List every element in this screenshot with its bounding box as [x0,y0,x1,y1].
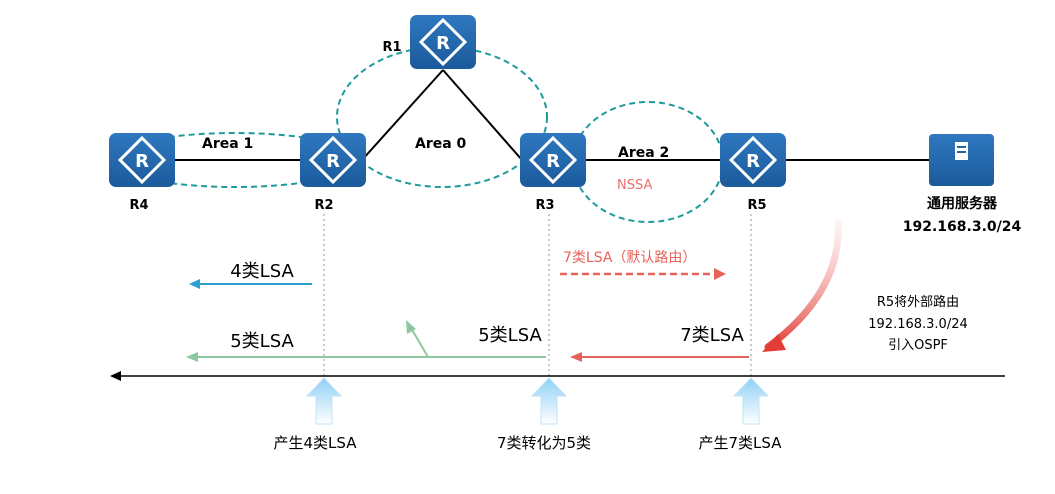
type7-lsa-label: 7类LSA [680,325,744,346]
area-0-label: Area 0 [415,136,467,152]
area-2-boundary [572,101,724,223]
type7-lsa-arrow [570,352,749,362]
type7-default-route-label: 7类LSA（默认路由） [563,250,696,266]
step-marker-r3 [530,377,568,425]
router-r2-glyph: R [326,151,340,172]
area-boundaries [109,46,724,223]
router-r4-glyph: R [135,151,149,172]
link-r1-r3 [442,69,523,161]
annotation-line3: 引入OSPF [888,338,948,353]
timeline-axis [110,371,1005,381]
area-2-label: Area 2 [618,145,669,161]
step-marker-r5 [732,377,770,425]
router-r1-label: R1 [382,40,401,55]
router-r3-glyph: R [546,151,560,172]
redistribution-arrow [762,218,842,352]
type7-default-route-arrow [560,268,726,280]
router-r1-glyph: R [436,33,450,54]
server-name: 通用服务器 [927,195,998,212]
type4-lsa-label: 4类LSA [230,261,294,282]
step2-label: 7类转化为5类 [497,434,591,452]
step3-label: 产生7类LSA [699,434,783,452]
type5-lsa-mid-label: 5类LSA [478,325,542,346]
annotation-line2: 192.168.3.0/24 [868,317,968,332]
link-r2-r1 [361,69,444,161]
router-guides [323,214,752,378]
step1-label: 产生4类LSA [274,434,358,452]
router-r4-label: R4 [129,198,148,213]
router-r5-label: R5 [747,198,766,213]
server-subnet: 192.168.3.0/24 [903,219,1022,235]
router-r5-glyph: R [746,151,760,172]
router-r2-label: R2 [314,198,333,213]
nssa-label: NSSA [617,178,652,193]
server-icon [929,134,994,186]
type4-lsa-arrow [189,279,312,289]
router-r3-label: R3 [535,198,554,213]
step-markers [305,377,770,425]
annotation-line1: R5将外部路由 [877,294,959,310]
step-marker-r2 [305,377,343,425]
area-1-label: Area 1 [202,136,253,152]
type5-lsa-left-label: 5类LSA [230,331,294,352]
type5-lsa-arrow [186,320,546,362]
